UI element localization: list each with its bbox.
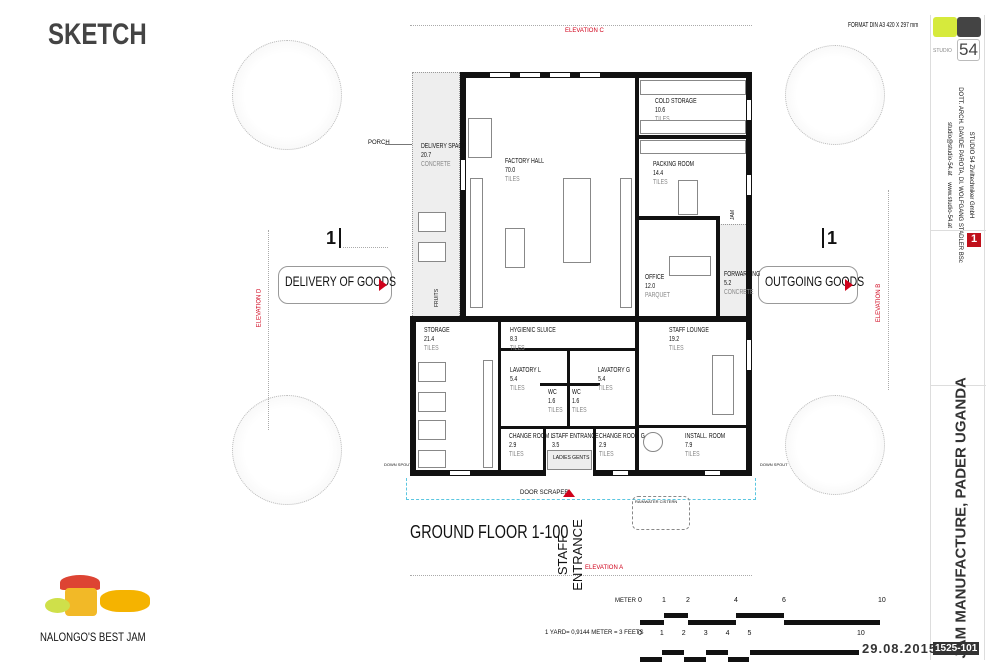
tree (785, 45, 885, 145)
elevation-line (268, 230, 269, 430)
scale-segment (683, 657, 706, 662)
scale-segment (661, 650, 684, 655)
delivery-space (412, 72, 460, 318)
scale-segment (749, 650, 859, 655)
brand-swatch-lime (933, 17, 957, 37)
page-title: SKETCH (48, 18, 147, 51)
door-scraper-label: DOOR SCRAPER (520, 490, 569, 496)
floor-title: GROUND FLOOR 1-100 (410, 522, 569, 542)
fruits-label: FRUITS (434, 288, 441, 308)
scale-tick: 4 (734, 597, 738, 604)
outgoing-goods-label: OUTGOING GOODS (758, 266, 864, 304)
delivery-of-goods-label: DELIVERY OF GOODS (278, 266, 396, 304)
scale-segment (664, 613, 688, 618)
ladies-gents-sign: LADIES GENTS (553, 455, 590, 461)
leader-line (385, 144, 412, 145)
elevation-line (410, 25, 752, 26)
scale-segment (727, 657, 750, 662)
elevation-b: ELEVATION B (876, 283, 883, 323)
jam-jar-image (45, 570, 155, 620)
section-mark-right: 1 (822, 228, 837, 249)
down-spout-right: DOWN SPOUT (760, 462, 788, 467)
scale-tick: 6 (782, 597, 786, 604)
brand-swatch-dark (957, 17, 981, 37)
section-line (343, 247, 388, 248)
scale-segment (640, 620, 664, 625)
scale-tick: 0 (638, 630, 642, 637)
scale-segment (784, 620, 880, 625)
elevation-a: ELEVATION A (585, 565, 624, 571)
scale-segment (640, 657, 662, 662)
scale-tick: 4 (725, 630, 730, 637)
drawing-date: 29.08.2015 (862, 641, 938, 656)
scale-tick: 10 (878, 597, 886, 604)
drawing-number: 1525-101 (933, 642, 980, 655)
elevation-line (410, 575, 752, 576)
sheet-number: 1 (967, 233, 981, 247)
scale-tick: 0 (638, 597, 642, 604)
logo-text: NALONGO'S BEST JAM (40, 630, 146, 644)
scale-tick: 2 (686, 597, 690, 604)
scale-segment (688, 620, 736, 625)
entrance-arrow-icon (563, 489, 575, 497)
elevation-line (888, 190, 889, 390)
elevation-d: ELEVATION D (256, 288, 263, 328)
jam-label: JAM (730, 210, 736, 220)
tree (785, 395, 885, 495)
project-title: JAM MANUFACTURE, PADER UGANDA (952, 377, 970, 659)
scale-segment (736, 613, 784, 618)
scale-tick: 5 (747, 630, 752, 637)
scale-tick: 1 (659, 630, 664, 637)
scale-tick: 1 (662, 597, 666, 604)
down-spout-left: DOWN SPOUT (384, 462, 412, 467)
yard-scale-label: 1 YARD= 0,9144 METER = 3 FEETS (545, 630, 644, 636)
section-mark-left: 1 (326, 228, 342, 249)
scale-segment (705, 650, 728, 655)
rainwater-cistern: RAINWATER CISTERN (632, 496, 690, 530)
scale-tick: 10 (857, 630, 865, 637)
tree (232, 395, 342, 505)
roof-outline (406, 478, 756, 500)
meter-scale-label: METER (615, 598, 636, 604)
staff-entrance-label: STAFF ENTRANCE (555, 519, 585, 591)
elevation-c: ELEVATION C (565, 28, 604, 34)
scale-tick: 3 (703, 630, 708, 637)
porch-label: PORCH (368, 140, 390, 146)
scale-tick: 2 (681, 630, 686, 637)
format-note: FORMAT DIN A3 420 X 297 mm (848, 22, 919, 29)
arrow-right-icon (379, 279, 387, 291)
tree (232, 40, 342, 150)
arrow-right-icon (845, 279, 853, 291)
